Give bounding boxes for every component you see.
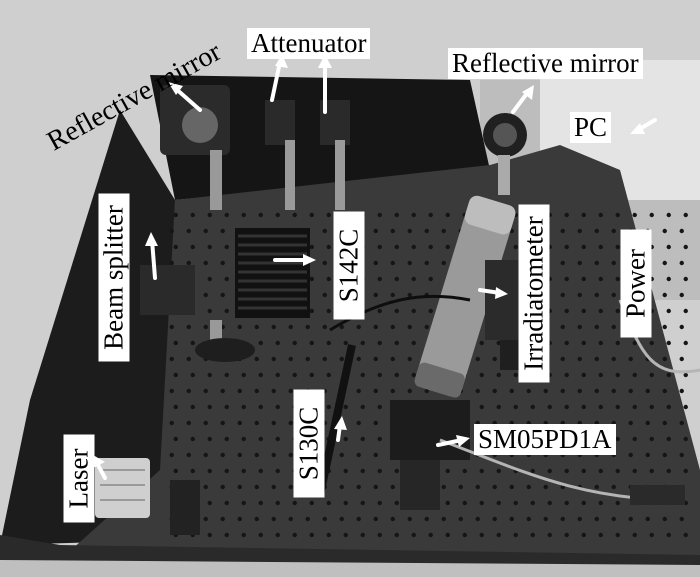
beam-splitter-mount bbox=[140, 265, 195, 315]
label-attenuator: Attenuator bbox=[247, 28, 371, 59]
label-pc: PC bbox=[570, 112, 612, 143]
annotation-arrows bbox=[93, 54, 657, 480]
label-beam-splitter: Beam splitter bbox=[98, 193, 130, 362]
label-s130c: S130C bbox=[293, 389, 325, 498]
label-laser: Laser bbox=[63, 434, 95, 523]
s142c-sensor bbox=[235, 228, 310, 318]
label-sm05pd1a: SM05PD1A bbox=[474, 424, 616, 455]
s130c-probe bbox=[316, 344, 356, 496]
label-irradiatometer: Irradiatometer bbox=[518, 204, 550, 383]
label-s142c: S142C bbox=[333, 211, 365, 320]
label-reflective-mirror-right: Reflective mirror bbox=[448, 48, 643, 79]
label-power: Power bbox=[620, 229, 652, 338]
irradiatometer-device bbox=[414, 195, 516, 398]
sm05pd1a-stage bbox=[390, 400, 470, 460]
laser-module bbox=[95, 458, 200, 535]
